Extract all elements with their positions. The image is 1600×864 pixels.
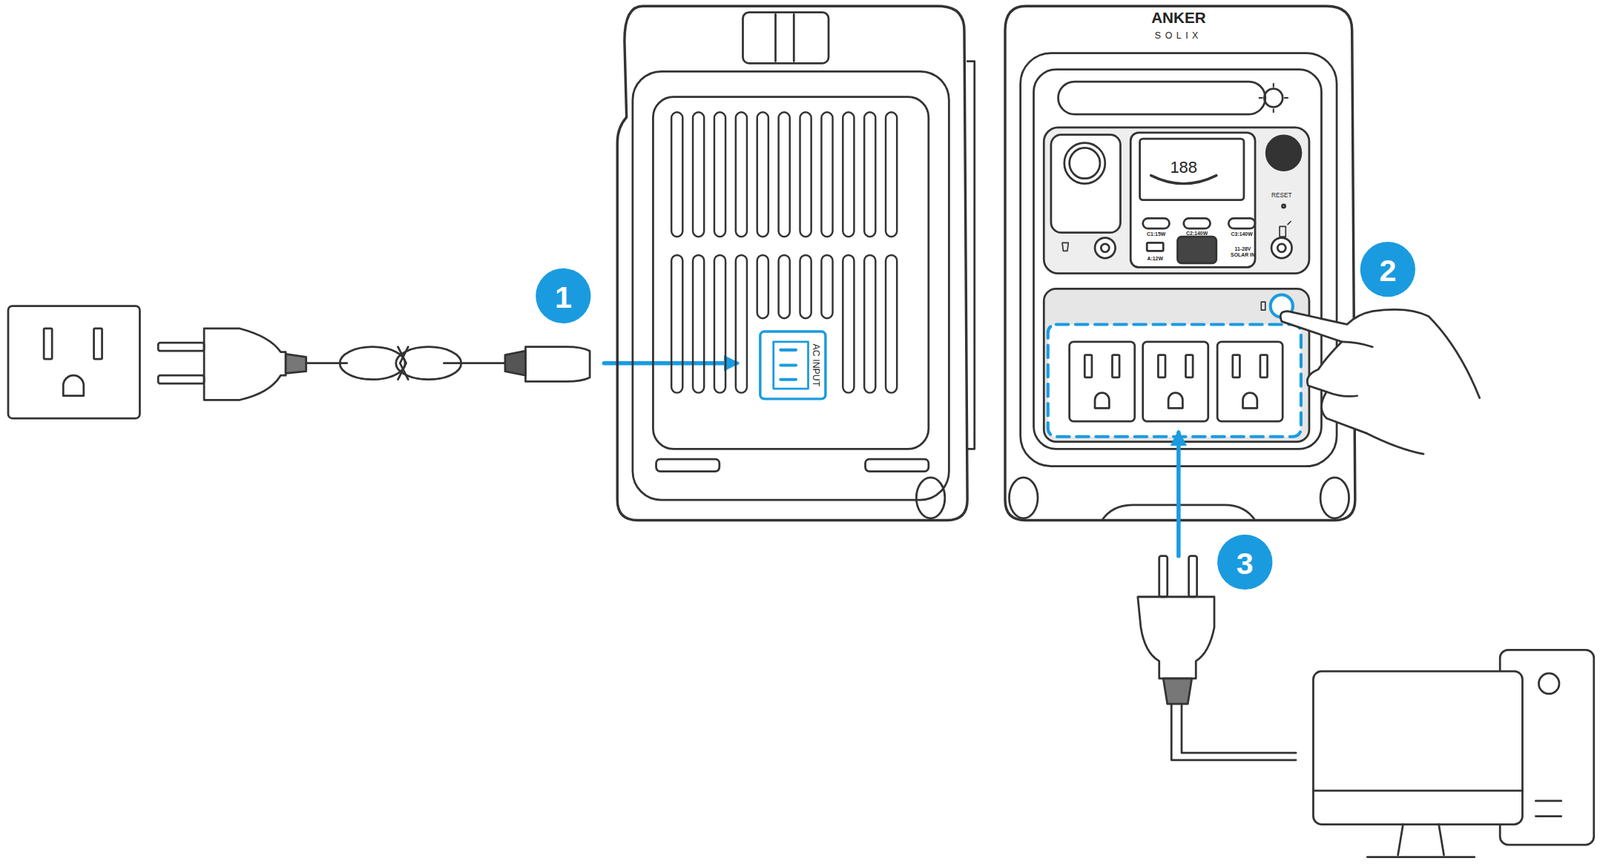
outlet-slot <box>1084 355 1092 378</box>
ac-outlet <box>1143 341 1209 422</box>
vent-slot <box>778 255 790 319</box>
outlet-slot <box>1185 355 1193 378</box>
callout-number: 1 <box>554 280 572 314</box>
vent-slot <box>821 255 833 319</box>
outlet-slot <box>1111 355 1120 378</box>
outlet-ground <box>1168 393 1183 409</box>
vent-slot <box>735 255 747 394</box>
connect-arrow <box>1176 432 1181 556</box>
desktop-computer <box>1312 649 1594 857</box>
part-label: C2:140W <box>1186 230 1208 237</box>
part-label: 188 <box>1169 158 1198 177</box>
vent-slot <box>885 255 897 394</box>
callout-circle <box>535 268 591 324</box>
part-label: SOLIX <box>1154 31 1203 43</box>
vent-slot <box>735 112 747 237</box>
vent-slot <box>864 112 876 237</box>
vent-slot <box>692 255 704 394</box>
vent-slot <box>800 112 812 237</box>
vent-slot <box>757 255 769 319</box>
connect-arrow <box>603 361 737 366</box>
ac-outlet <box>1069 341 1135 422</box>
outlet-slot <box>1260 355 1268 378</box>
vent-slot <box>821 112 833 237</box>
input-cable <box>157 328 590 400</box>
vent-slot <box>864 255 876 394</box>
hand-lines <box>1326 341 1373 397</box>
vent-slot <box>671 112 683 237</box>
device-plug <box>1137 556 1296 761</box>
callout-number: 2 <box>1378 253 1397 288</box>
vent-slot <box>842 112 854 237</box>
part-label: C1:15W <box>1146 232 1166 239</box>
wall-outlet <box>8 306 140 419</box>
vent-slot <box>885 112 897 237</box>
vent-slot <box>800 255 812 319</box>
part-label: RESET <box>1271 192 1293 200</box>
power-station-back <box>617 5 974 520</box>
vent-slot <box>714 255 726 394</box>
vent-slot <box>692 112 704 237</box>
vent-slot <box>778 112 790 237</box>
part-label: A:12W <box>1147 256 1164 263</box>
outlet-ground <box>1094 393 1109 409</box>
vent-slot <box>714 112 726 237</box>
part-label: 11-28V SOLAR IN <box>1227 246 1259 258</box>
vent-slot <box>671 255 683 394</box>
callout-circle <box>1360 241 1416 297</box>
ac-outlet <box>1217 341 1283 422</box>
outlet-slot <box>1232 355 1241 378</box>
callout-number: 3 <box>1236 546 1254 581</box>
outlet-slot <box>1157 355 1166 378</box>
port-label: AC INPUT <box>810 344 821 388</box>
outlet-ground <box>1243 393 1258 409</box>
callout-circle <box>1217 534 1273 590</box>
vent-slot <box>757 112 769 237</box>
vent-slot <box>842 255 854 394</box>
part-label: C3:140W <box>1231 232 1253 239</box>
part-label: ANKER <box>1151 9 1206 27</box>
hand <box>1280 309 1480 454</box>
